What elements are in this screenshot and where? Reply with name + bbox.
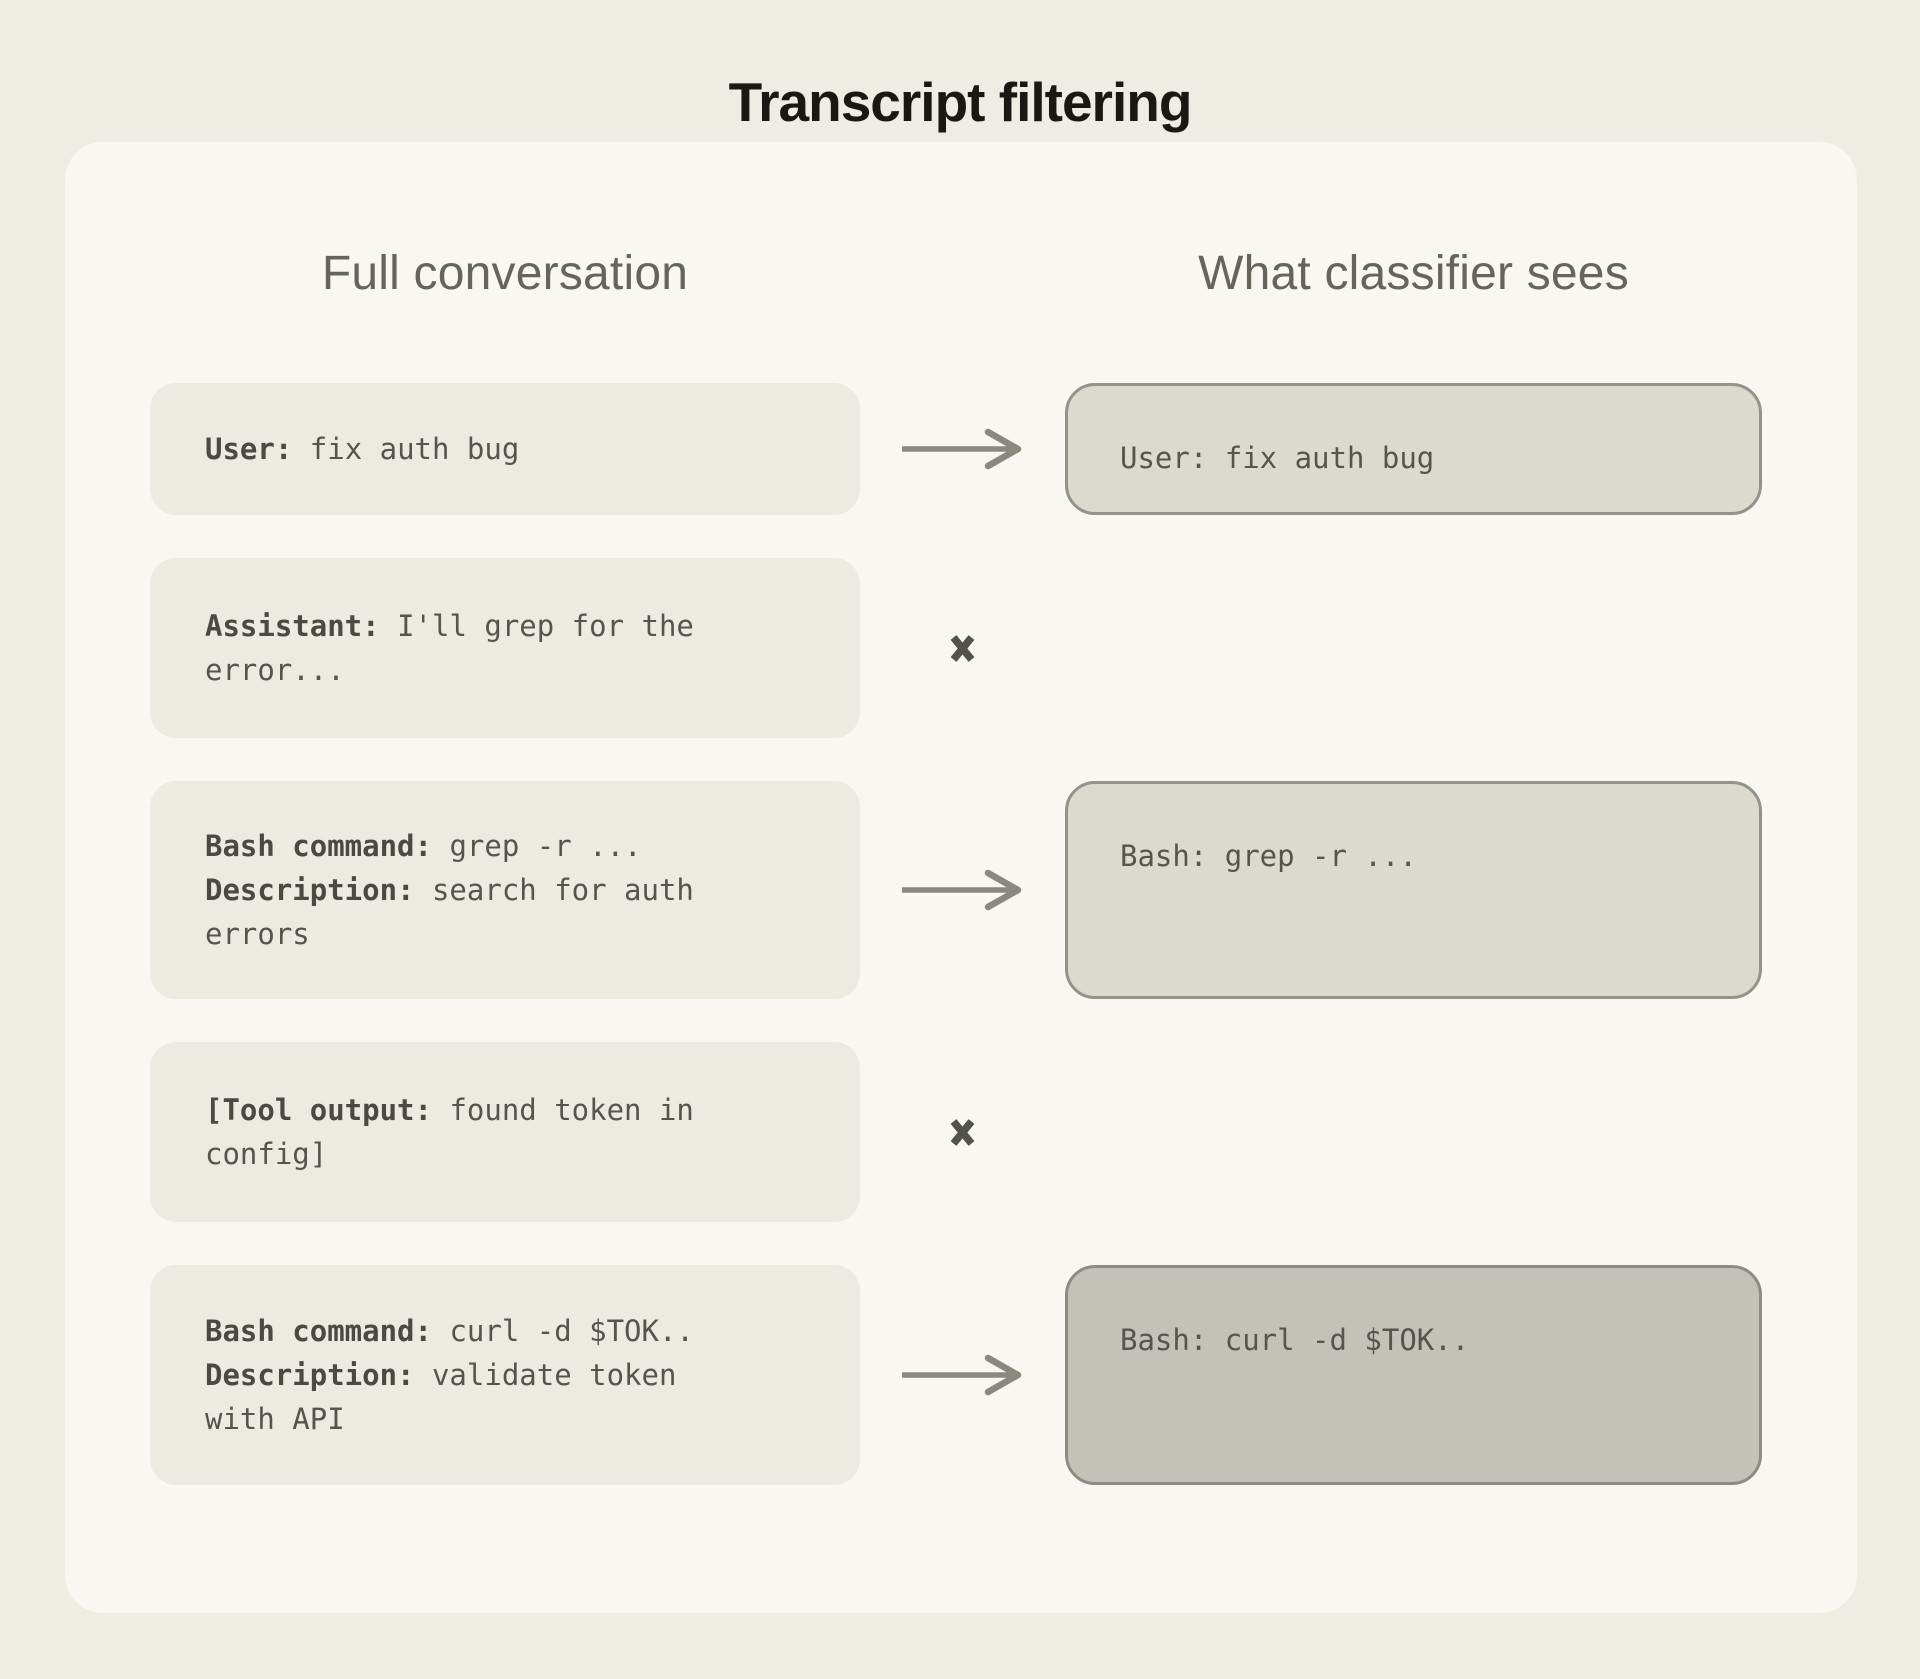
kept-indicator [860,781,1065,999]
column-header-what-classifier-sees: What classifier sees [1198,247,1629,300]
arrow-right-icon [901,428,1021,470]
message-label: User: [205,432,293,466]
message-line: [Tool output: found token in config] [205,1088,805,1176]
classifier-slot-empty [1065,1042,1762,1222]
message-line: Description: search for auth errors [205,868,805,956]
message-box-user: User: fix auth bug [150,383,860,515]
message-text: fix auth bug [292,432,520,466]
message-box-bash-curl: Bash command: curl -d $TOK.. Description… [150,1265,860,1485]
classifier-box-user: User: fix auth bug [1065,383,1762,515]
page-title: Transcript filtering [728,70,1193,133]
message-label: [Tool output: [205,1093,432,1127]
message-text: I'll grep for the error... [205,609,694,687]
diagram-card: Full conversation What classifier sees U… [65,142,1857,1613]
message-text: found token in config] [205,1093,694,1171]
classifier-text: Bash: grep -r ... [1120,839,1417,873]
classifier-box-bash-curl: Bash: curl -d $TOK.. [1065,1265,1762,1485]
message-label: Description: [205,873,415,907]
message-label: Bash command: [205,829,432,863]
message-box-bash-grep: Bash command: grep -r ... Description: s… [150,781,860,999]
message-box-tool-output: [Tool output: found token in config] [150,1042,860,1222]
message-line: Assistant: I'll grep for the error... [205,604,805,692]
kept-indicator [860,1265,1065,1485]
message-label: Bash command: [205,1314,432,1348]
column-header-full-conversation: Full conversation [321,247,689,300]
classifier-text: Bash: curl -d $TOK.. [1120,1323,1470,1357]
x-icon [950,634,975,662]
filtering-diagram-grid: User: fix auth bug User: fix auth bug As… [150,383,1762,1485]
x-icon [950,1118,975,1146]
message-label: Description: [205,1358,415,1392]
classifier-slot-empty [1065,558,1762,738]
message-line: Bash command: grep -r ... [205,824,805,868]
message-line: Description: validate token with API [205,1353,805,1441]
arrow-right-icon [901,869,1021,911]
message-text: validate token with API [205,1358,677,1436]
message-label: Assistant: [205,609,380,643]
arrow-right-icon [901,1354,1021,1396]
message-text: curl -d $TOK.. [431,1314,694,1348]
kept-indicator [860,383,1065,515]
filtered-indicator [860,1042,1065,1222]
classifier-text: User: fix auth bug [1120,441,1435,475]
message-line: User: fix auth bug [205,427,805,471]
message-text: grep -r ... [431,829,642,863]
message-box-assistant: Assistant: I'll grep for the error... [150,558,860,738]
classifier-box-bash-grep: Bash: grep -r ... [1065,781,1762,999]
filtered-indicator [860,558,1065,738]
message-line: Bash command: curl -d $TOK.. [205,1309,805,1353]
message-text: search for auth errors [205,873,694,951]
